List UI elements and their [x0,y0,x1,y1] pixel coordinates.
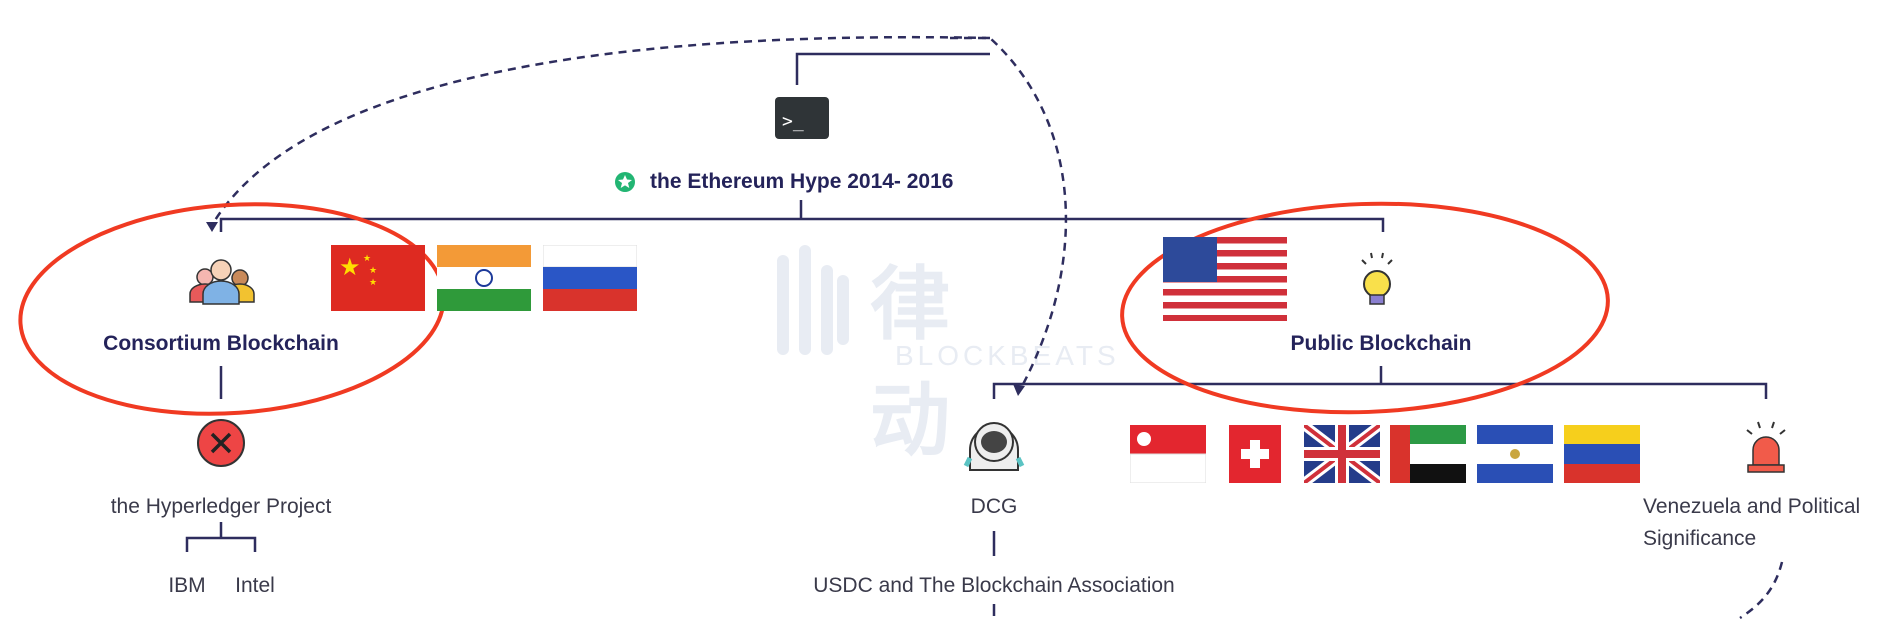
flag-singapore [1130,425,1206,483]
root-title: the Ethereum Hype 2014- 2016 [650,170,954,193]
watermark-logo [777,245,849,355]
top-bracket [795,52,990,85]
cross-circle-icon [197,419,245,467]
member-ibm: IBM [168,574,206,597]
venezuela-line1: Venezuela and Political [1643,495,1861,518]
flag-switzerland [1229,425,1281,483]
svg-text:★: ★ [363,253,371,263]
member-intel: Intel [235,574,275,597]
flag-russia [543,245,637,311]
lightbulb-icon [1361,252,1393,305]
highlight-circle-public [1120,201,1610,415]
public-branch [992,366,1768,399]
flag-el-salvador [1477,425,1553,483]
arrowhead-right [1013,384,1025,396]
dcg-sub: USDC and The Blockchain Association [813,574,1175,597]
dcg-title: DCG [970,495,1018,518]
hyperledger-title: the Hyperledger Project [110,495,332,518]
venezuela-line2: Significance [1643,527,1757,550]
flag-uae [1390,425,1466,483]
astronaut-icon [963,422,1025,471]
flag-united-states [1163,237,1287,321]
svg-text:★: ★ [369,265,377,275]
flag-united-kingdom [1304,425,1380,483]
arrowhead-left [206,222,218,232]
watermark-en: BLOCKBEATS [895,340,1120,371]
people-group-icon [189,259,255,305]
watermark: 律动 BLOCKBEATS [775,245,1116,465]
flag-china: ★★★★ [331,245,425,311]
public-title: Public Blockchain [1290,332,1472,355]
terminal-icon: >_ [775,97,829,139]
siren-icon [1746,421,1786,473]
svg-text:★: ★ [339,254,361,281]
hyperledger-branch [185,522,257,552]
watermark-cn: 律动 [870,260,950,465]
svg-text:★: ★ [369,277,377,287]
flag-india [437,245,531,311]
consortium-title: Consortium Blockchain [103,332,339,355]
svg-text:>_: >_ [782,111,804,132]
dashed-continuation [1739,561,1784,620]
main-branch [219,217,1385,232]
dashed-arrow-right [950,36,1068,391]
flag-venezuela [1564,425,1640,483]
star-icon [615,172,635,192]
dashed-arrow-left [210,35,991,226]
